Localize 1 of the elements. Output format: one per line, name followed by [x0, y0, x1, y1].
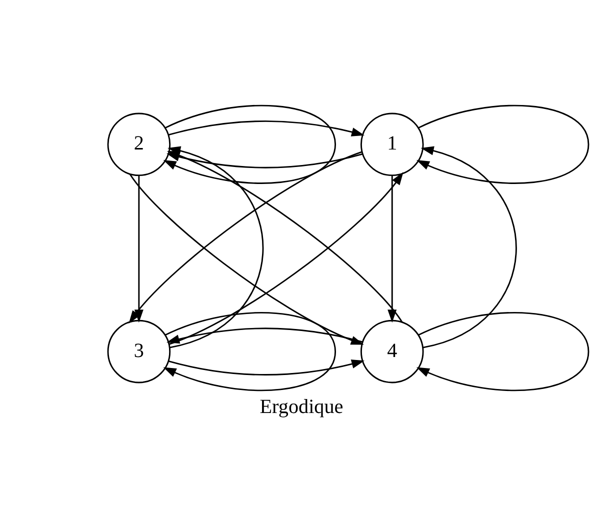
caption: Ergodique	[260, 396, 344, 418]
